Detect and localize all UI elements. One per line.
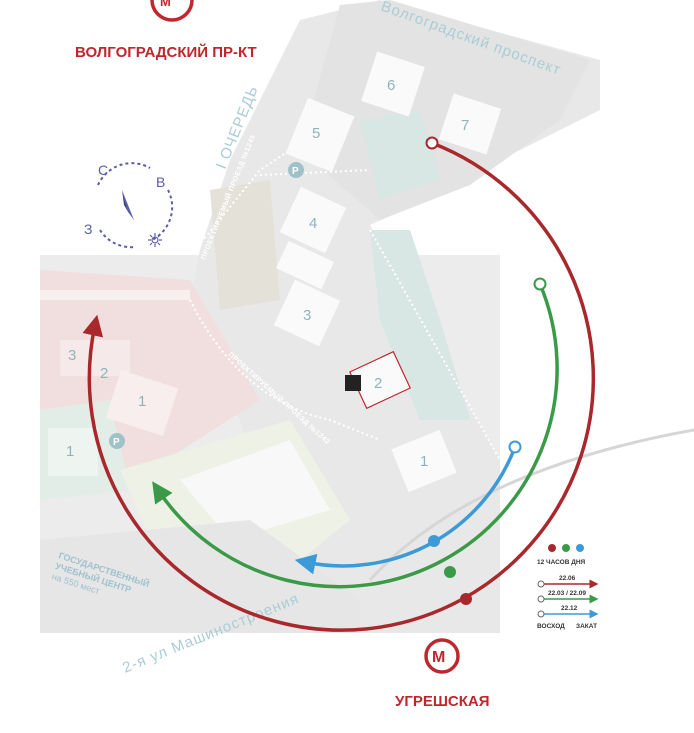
legend-row-winter: 22.12 [537, 605, 599, 619]
noon-dot-summer [460, 593, 472, 605]
legend-row-summer: 22.06 [537, 575, 599, 589]
svg-text:22.12: 22.12 [561, 605, 578, 612]
svg-text:M: M [432, 649, 445, 666]
metro-icon [424, 638, 460, 674]
svg-text:С: С [98, 162, 108, 178]
compass-needle-icon [122, 190, 134, 220]
building-1[interactable]: 1 [391, 429, 457, 493]
svg-text:P: P [113, 437, 120, 448]
svg-text:3: 3 [303, 307, 311, 324]
building-5[interactable]: 5 [285, 97, 355, 173]
metro-bottom: M УГРЕШСКАЯ [395, 638, 490, 710]
svg-text:22.06: 22.06 [559, 575, 576, 582]
svg-text:P: P [292, 166, 299, 177]
compass: С В З [84, 162, 174, 249]
svg-text:7: 7 [461, 117, 469, 134]
sun-path-equinox [152, 277, 559, 589]
svg-text:В: В [156, 174, 165, 190]
svg-text:2: 2 [374, 375, 382, 392]
buildings: 6 7 5 4 3 2 1 3 2 1 1 P P [48, 51, 502, 493]
svg-text:1: 1 [66, 443, 74, 460]
svg-text:M: M [160, 0, 171, 9]
parking-icon: P [288, 162, 304, 178]
sun-path-winter [294, 440, 522, 575]
svg-text:4: 4 [309, 215, 317, 232]
sun-icon [148, 233, 162, 247]
neighbor-buildings: 3 2 1 1 [48, 340, 179, 476]
map-base [40, 0, 694, 633]
metro-top: M ВОЛГОГРАДСКИЙ ПР-КТ [75, 0, 257, 61]
svg-text:З: З [84, 221, 92, 237]
building-6[interactable]: 6 [361, 51, 425, 117]
sun-path-summer [82, 136, 596, 632]
building-7[interactable]: 7 [438, 93, 502, 155]
svg-text:22.03 / 22.09: 22.03 / 22.09 [548, 590, 586, 597]
building-3[interactable]: 3 [273, 279, 341, 347]
svg-text:1: 1 [420, 453, 428, 470]
building-2[interactable]: 2 [345, 350, 412, 410]
svg-text:УГРЕШСКАЯ: УГРЕШСКАЯ [395, 693, 490, 710]
svg-text:12 ЧАСОВ ДНЯ: 12 ЧАСОВ ДНЯ [537, 559, 586, 566]
svg-text:2: 2 [100, 365, 108, 382]
parking-icon: P [109, 433, 125, 449]
svg-text:ЗАКАТ: ЗАКАТ [576, 623, 597, 630]
svg-text:5: 5 [312, 125, 320, 142]
svg-text:1: 1 [138, 393, 146, 410]
noon-dot-equinox [444, 566, 456, 578]
svg-text:ВОСХОД: ВОСХОД [537, 623, 565, 630]
noon-dot-winter [428, 535, 440, 547]
svg-text:ВОЛГОГРАДСКИЙ ПР-КТ: ВОЛГОГРАДСКИЙ ПР-КТ [75, 43, 257, 61]
legend: 12 ЧАСОВ ДНЯ 22.06 22.03 / 22.09 22.12 В… [537, 544, 599, 630]
legend-row-equinox: 22.03 / 22.09 [537, 590, 599, 604]
metro-icon [150, 0, 194, 22]
svg-text:3: 3 [68, 347, 76, 364]
building-4[interactable]: 4 [276, 186, 347, 290]
svg-text:6: 6 [387, 77, 395, 94]
